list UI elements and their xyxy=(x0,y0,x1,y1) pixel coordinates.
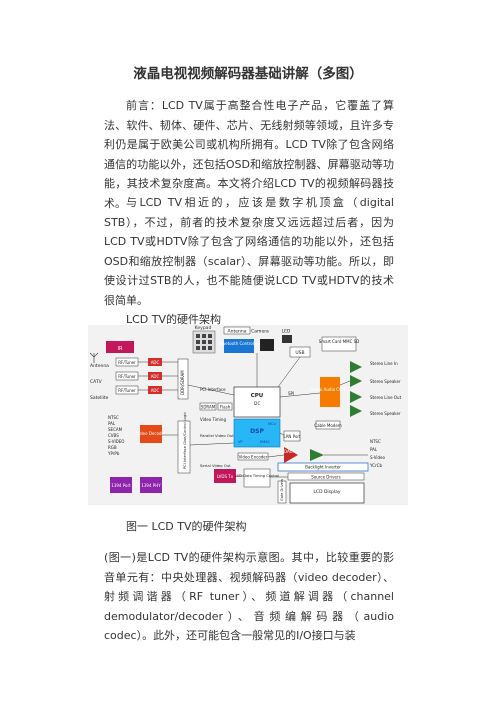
sdram-label: SDRAM xyxy=(201,405,216,410)
dsp-box xyxy=(233,418,281,448)
paragraph-comparison: 与LCD TV相近的，应该是数字机顶盒（digital STB），不过，前者的技… xyxy=(104,196,394,307)
input-format-list: NTSC PAL SECAM CVBS S-VIDEO RGB YPrPb xyxy=(107,415,124,456)
bluetooth-box xyxy=(224,339,254,353)
stereo-codec-box xyxy=(320,377,340,407)
svg-text:S-VIDEO: S-VIDEO xyxy=(108,439,124,444)
svg-text:YCrCb: YCrCb xyxy=(369,463,382,468)
hardware-architecture-diagram: IR Keypad Antenna Camera LED Bluetooth C… xyxy=(88,325,408,505)
video-decoder-label: Video Decoder xyxy=(136,431,166,436)
svg-text:RF/Tuner: RF/Tuner xyxy=(118,360,136,365)
audio-amp-group xyxy=(350,361,362,417)
lcd-timing-label: LCD Data Timing Control xyxy=(235,474,279,478)
source-drivers-label: Source Drivers xyxy=(311,475,340,480)
dsp-label: DSP xyxy=(250,428,264,435)
svg-text:PAL: PAL xyxy=(370,447,378,452)
bluetooth-label: Bluetooth Controller xyxy=(219,341,260,346)
section-heading: LCD TV的硬件架构 xyxy=(126,313,222,326)
svg-text:YPrPb: YPrPb xyxy=(107,451,120,456)
dac-label: 4-ch DAC xyxy=(274,449,293,454)
svg-text:SECAM: SECAM xyxy=(108,427,123,432)
mcu-label: MCU xyxy=(268,422,276,426)
keypad-label: Keypad xyxy=(195,325,212,331)
pci-logic-label: PCI Interface Glue/Control Logic xyxy=(183,412,187,469)
svg-text:Stereo Speaker: Stereo Speaker xyxy=(370,411,401,416)
svg-text:ADC: ADC xyxy=(151,388,160,393)
parallel-video-out-label: Parallel Video Out xyxy=(200,433,234,438)
camera-icon xyxy=(260,339,274,351)
stereo-codec-label: Stereo Audio CODEC xyxy=(309,387,350,392)
svg-text:ADC: ADC xyxy=(151,374,160,379)
lcd-display-label: LCD Display xyxy=(313,489,340,495)
stereo-speaker-label: Stereo Speaker xyxy=(370,379,401,384)
camera-label: Camera xyxy=(251,329,269,335)
output-format-list: NTSC PAL S-Video YCrCb xyxy=(369,439,386,468)
stereo-line-out-label: Stereo Line Out xyxy=(370,395,402,400)
svg-text:RF/Tuner: RF/Tuner xyxy=(118,374,136,379)
stereo-line-in-label: Stereo Line In xyxy=(370,361,398,366)
lvds-box xyxy=(214,469,236,483)
svg-text:1394 PHY: 1394 PHY xyxy=(141,483,161,488)
video-timing-label: Video Timing xyxy=(200,417,226,422)
antenna-label: Antenna xyxy=(90,363,109,369)
diagram-svg: IR Keypad Antenna Camera LED Bluetooth C… xyxy=(88,325,408,505)
ir-label: IR xyxy=(118,346,123,352)
serial-video-out-label: Serial Video Out xyxy=(200,463,231,468)
video-encoder-label: Video Encoder xyxy=(239,455,268,460)
port-box-1 xyxy=(110,477,132,493)
gate-drivers-label: Gate Drivers xyxy=(280,479,284,501)
antenna-box-label: Antenna xyxy=(228,329,247,335)
article-title: 液晶电视视频解码器基础讲解（多图） xyxy=(133,66,363,82)
adc-group: ADC ADC ADC xyxy=(148,358,162,394)
port-box-2 xyxy=(140,477,162,493)
paragraph-figure-description: (图一)是LCD TV的硬件架构示意图。其中，比较重要的影音单元有：中央处理器、… xyxy=(104,551,394,642)
lan-port-label: LAN Port xyxy=(283,434,301,439)
svg-text:S-Video: S-Video xyxy=(370,455,386,460)
pci-interface-label: PCI Interface xyxy=(200,387,226,392)
usb-label: USB xyxy=(295,350,304,356)
vp-label: VP xyxy=(238,440,243,444)
flash-label: Flash xyxy=(220,405,231,410)
cpu-label: CPU xyxy=(251,393,264,399)
led-icon xyxy=(282,335,292,343)
svg-text:NTSC: NTSC xyxy=(370,439,381,444)
antenna-icon xyxy=(89,352,99,358)
satellite-label: Satellite xyxy=(90,395,109,401)
svg-text:RGB: RGB xyxy=(108,445,117,450)
svg-text:1394 Port: 1394 Port xyxy=(111,483,131,488)
cable-modem-label: Cable Modem xyxy=(314,423,342,428)
i2c-label: I2C xyxy=(254,401,261,406)
catv-label: CATV xyxy=(90,379,103,385)
ddr-label: DDR/SDRAM xyxy=(180,370,185,395)
svg-text:CVBS: CVBS xyxy=(108,433,119,438)
svg-text:PAL: PAL xyxy=(108,421,116,426)
svg-text:RF/Tuner: RF/Tuner xyxy=(118,388,136,393)
lvds-label: LVDS Tx xyxy=(217,474,234,479)
ir-box xyxy=(106,341,134,353)
rf-tuner-group: RF/Tuner RF/Tuner RF/Tuner xyxy=(115,357,139,395)
dac-triangle xyxy=(284,447,298,463)
svg-text:ADC: ADC xyxy=(151,360,160,365)
smart-card-label: Smart Card MMC SD xyxy=(319,339,360,344)
cpu-box xyxy=(233,386,281,418)
led-label: LED xyxy=(282,329,291,335)
paragraph-intro: 前言：LCD TV属于高整合性电子产品，它覆盖了算法、软件、韧体、硬件、芯片、无… xyxy=(104,99,394,210)
video-decoder-box xyxy=(140,425,162,443)
svg-text:NTSC: NTSC xyxy=(108,415,119,420)
spi-label: SPI xyxy=(288,391,294,396)
backlight-label: Backlight Inverter xyxy=(305,465,341,470)
figure-caption: 图一 LCD TV的硬件架构 xyxy=(126,520,247,533)
emac-label: EMAC xyxy=(260,440,271,444)
lcd-display-box xyxy=(289,482,365,504)
